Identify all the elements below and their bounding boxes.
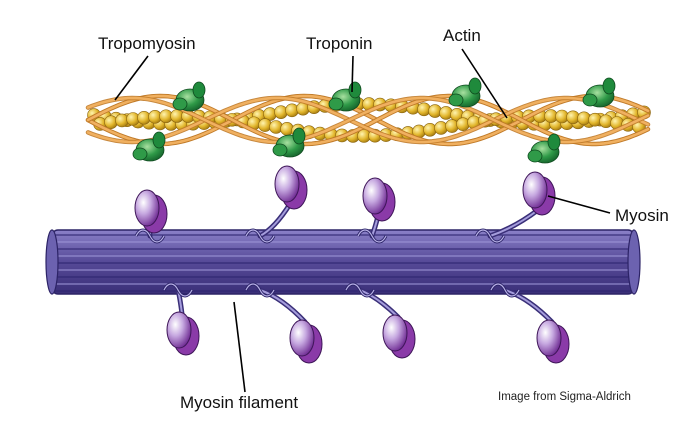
troponin-blob	[348, 81, 362, 99]
myosin-coil-highlight	[475, 229, 505, 243]
troponin-blob	[448, 93, 464, 107]
troponin-blob	[152, 131, 166, 149]
myosin-head	[362, 177, 396, 222]
leader-line	[114, 55, 149, 101]
troponin-complex	[582, 77, 616, 108]
leader-line	[461, 48, 508, 119]
troponin-blob	[328, 97, 344, 111]
troponin-blob	[292, 127, 306, 145]
leader-line	[351, 55, 354, 93]
myosin-neck-highlight	[504, 289, 553, 323]
label-myosin-filament: Myosin filament	[180, 393, 299, 412]
image-credit: Image from Sigma-Aldrich	[498, 391, 631, 403]
myosin-head	[289, 319, 323, 364]
label-leader-lines	[114, 48, 611, 393]
troponin-complex	[272, 127, 306, 158]
troponin-complex	[328, 81, 362, 112]
tropomyosin-strand-highlight	[86, 94, 650, 146]
troponin-blob	[132, 147, 148, 161]
myosin-head	[134, 189, 168, 234]
troponin-blob	[602, 77, 616, 95]
label-actin: Actin	[443, 26, 481, 45]
troponin-blob	[547, 133, 561, 151]
filament-end	[45, 229, 59, 295]
myosin-head-lobe	[134, 189, 160, 227]
troponin-complex	[172, 81, 206, 112]
myosin-coil-highlight	[490, 283, 520, 297]
myosin-neck-highlight	[259, 203, 291, 237]
thin-filament	[85, 77, 651, 164]
myosin-heads	[134, 165, 570, 364]
troponin-blob	[172, 97, 188, 111]
myosin-head-lobe	[289, 319, 315, 357]
myosin-head-lobe	[522, 171, 548, 209]
label-tropomyosin: Tropomyosin	[98, 34, 196, 53]
troponin-complex	[448, 77, 482, 108]
myosin-head	[274, 165, 308, 210]
myosin-head	[522, 171, 556, 216]
tropomyosin-strand-highlight	[86, 96, 650, 144]
filament-end	[627, 229, 641, 295]
troponin-complex	[132, 131, 166, 162]
myosin-head-lobe	[382, 314, 408, 352]
troponin-blob	[582, 93, 598, 107]
leader-line	[233, 301, 246, 393]
myosin-filament	[45, 229, 641, 295]
troponin-blob	[272, 143, 288, 157]
troponin-complex	[527, 133, 561, 164]
myosin-head-lobe	[166, 311, 192, 349]
myosin-head	[166, 311, 200, 356]
troponin-blob	[527, 149, 543, 163]
leader-line	[547, 195, 611, 214]
troponin-blob	[192, 81, 206, 99]
myosin-coil-highlight	[357, 229, 387, 243]
myosin-head-lobe	[274, 165, 300, 203]
myosin-head	[382, 314, 416, 359]
myosin-head-lobe	[536, 319, 562, 357]
myosin-neck-highlight	[489, 209, 539, 237]
troponin-blob	[468, 77, 482, 95]
myosin-neck-highlight	[359, 289, 399, 318]
myosin-neck-highlight	[259, 289, 306, 323]
label-troponin: Troponin	[306, 34, 373, 53]
myosin-coil-highlight	[163, 283, 193, 297]
label-myosin: Myosin	[615, 206, 669, 225]
myosin-coil-highlight	[345, 283, 375, 297]
myosin-head	[536, 319, 570, 364]
myosin-coil-highlight	[135, 229, 165, 243]
myosin-coil-highlight	[245, 229, 275, 243]
myosin-coil-highlight	[245, 283, 275, 297]
myosin-head-lobe	[362, 177, 388, 215]
